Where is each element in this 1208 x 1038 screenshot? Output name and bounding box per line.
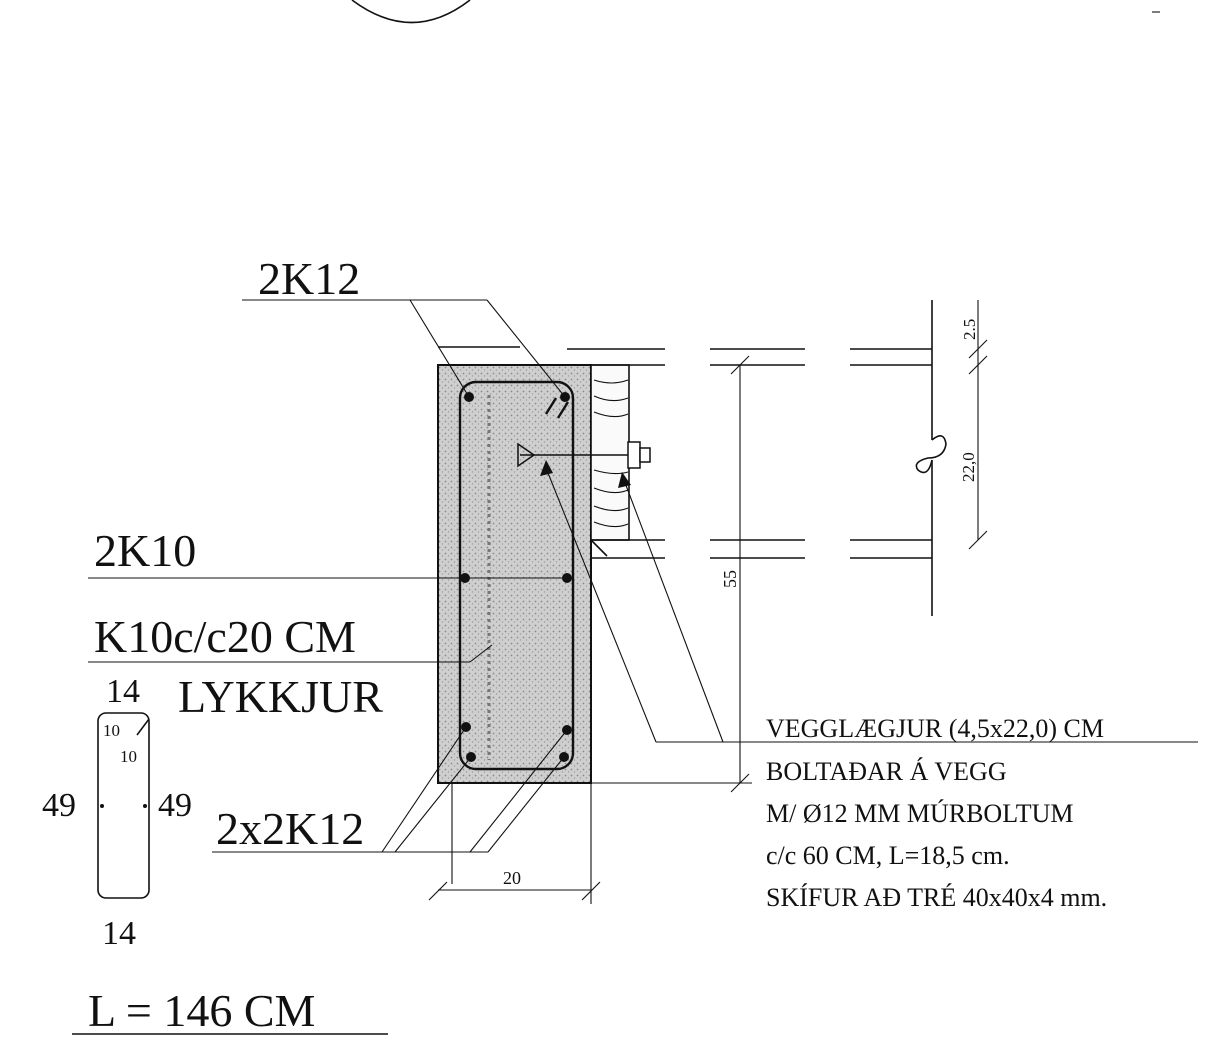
stirrup-hook: [556, 401, 570, 419]
stirrup-top-dim: 14: [106, 673, 140, 710]
detail-circle-arc: [351, 0, 471, 24]
label-top-bars: 2K12: [258, 253, 360, 304]
label-stirrups-spacing: K10c/c20 CM: [94, 611, 356, 662]
stirrup: [458, 380, 575, 771]
dim-height: [591, 355, 752, 793]
leader-lines: [88, 299, 1198, 853]
dim-height-label: 55: [720, 570, 740, 588]
label-bottom-bars: 2x2K12: [216, 803, 364, 854]
label-length: L = 146 CM: [88, 985, 315, 1036]
arrow-head: [540, 460, 553, 476]
label-side-bars: 2K10: [94, 525, 196, 576]
stirrup-bottom-dim: 14: [102, 915, 136, 952]
dim-offset-label: 2.5: [960, 319, 979, 340]
dim-width: [428, 783, 601, 904]
stirrup-hook-b: 10: [120, 747, 137, 766]
stirrup-shape: [97, 712, 150, 899]
dim-ledger-label: 22,0: [959, 452, 978, 482]
stirrup-shape-point: [100, 804, 104, 808]
slab-lines: [438, 300, 947, 616]
timber-grain: [593, 379, 629, 528]
label-stirrups-word: LYKKJUR: [178, 671, 383, 722]
stirrup-shape-point: [143, 804, 147, 808]
stirrup-right-dim: 49: [158, 787, 192, 824]
dim-width-label: 20: [503, 868, 521, 888]
dim-ledger: [968, 300, 988, 550]
note-line-1: VEGGLÆGJUR (4,5x22,0) CM: [766, 714, 1104, 743]
note-line-3: M/ Ø12 MM MÚRBOLTUM: [766, 799, 1073, 828]
stirrup-left-dim: 49: [42, 787, 76, 824]
note-line-2: BOLTAÐAR Á VEGG: [766, 757, 1007, 786]
stirrup-hook: [544, 397, 558, 415]
stirrup-hook-a: 10: [103, 721, 120, 740]
note-line-5: SKÍFUR AÐ TRÉ 40x40x4 mm.: [766, 883, 1107, 912]
bolt: [517, 441, 651, 469]
stirrup-shape-hook: [136, 718, 150, 736]
timber-ledger: [590, 364, 630, 541]
note-line-4: c/c 60 CM, L=18,5 cm.: [766, 841, 1010, 870]
arrow-head: [618, 472, 631, 488]
